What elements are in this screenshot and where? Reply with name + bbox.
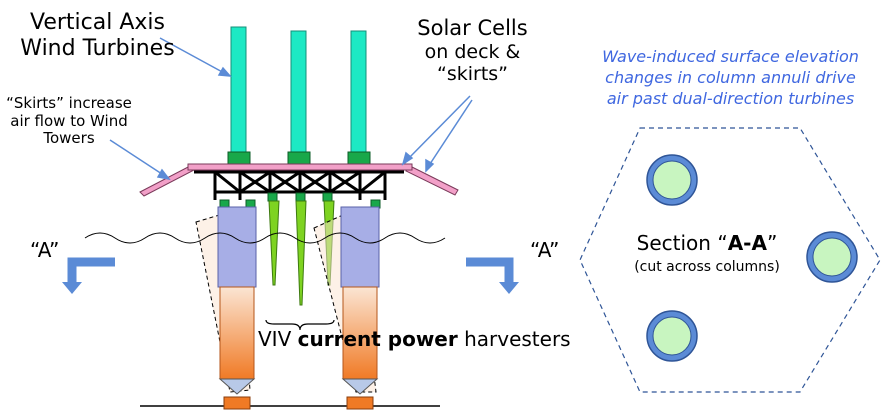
- solar-skirt-right: [405, 165, 459, 196]
- viv-harvester-1: [268, 200, 280, 286]
- connector-mid3: [322, 192, 333, 202]
- column-right-cone: [341, 378, 379, 395]
- viv-harvester-2: [295, 200, 307, 306]
- column-section-right: [806, 231, 858, 283]
- column-right-upper: [340, 206, 380, 288]
- callout-wind-turbines: [159, 37, 227, 75]
- label-viv-harvesters: VIV current power harvesters: [258, 327, 571, 351]
- column-left-cone: [218, 378, 256, 395]
- anchor-left: [223, 396, 251, 410]
- callout-solar-skirt: [427, 99, 473, 168]
- solar-skirt-left: [139, 165, 195, 197]
- callout-solar-deck: [406, 95, 471, 161]
- label-wave-induced: Wave-induced surface elevation changes i…: [602, 47, 859, 109]
- column-right-lower: [342, 286, 378, 380]
- section-aa-hexagon: [579, 127, 881, 393]
- viv-bracket: [265, 319, 335, 331]
- column-section-bottom: [646, 310, 698, 362]
- label-solar-cells: Solar Cells on deck & “skirts”: [417, 16, 528, 86]
- label-skirts: “Skirts” increase air flow to Wind Tower…: [6, 94, 132, 148]
- anchor-right: [346, 396, 374, 410]
- solar-deck: [187, 163, 413, 171]
- callout-skirts: [109, 139, 166, 177]
- label-section-marker-right: “A”: [530, 238, 560, 262]
- wind-turbine-tower-left: [230, 26, 247, 155]
- section-arrow-right-icon: [466, 257, 519, 294]
- section-arrow-left-icon: [62, 257, 115, 294]
- connector-mid1: [267, 192, 278, 202]
- deck-truss: [194, 170, 404, 200]
- wind-turbine-tower-right: [350, 30, 367, 155]
- wind-turbine-tower-middle: [290, 30, 307, 155]
- column-left-upper: [217, 206, 257, 288]
- label-vertical-axis-wind-turbines: Vertical Axis Wind Turbines: [20, 10, 175, 61]
- label-section-marker-left: “A”: [30, 238, 60, 262]
- column-section-top: [646, 154, 698, 206]
- connector-mid2: [295, 192, 306, 202]
- sea-surface-wave: [84, 232, 446, 244]
- label-section-aa: Section “A-A” (cut across columns): [634, 231, 780, 275]
- column-left-lower: [219, 286, 255, 380]
